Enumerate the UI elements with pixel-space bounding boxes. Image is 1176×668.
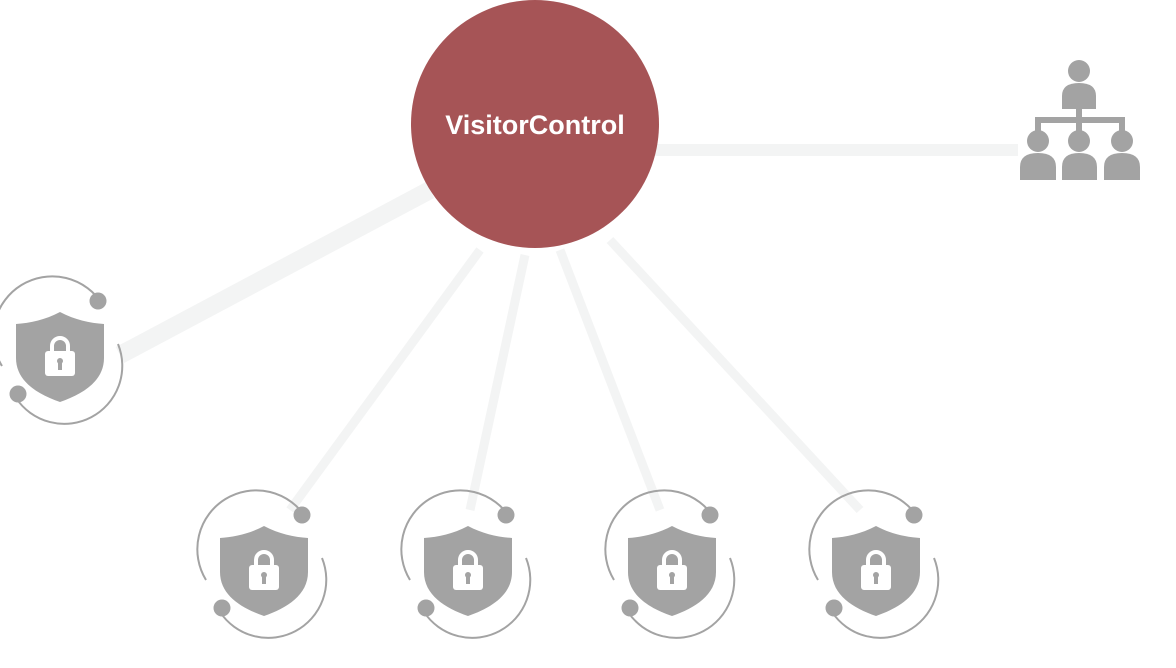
shield-lock-icon-3 bbox=[603, 488, 737, 640]
shield-lock-icon-2 bbox=[399, 488, 533, 640]
org-chart-icon bbox=[1020, 60, 1140, 180]
shield-lock-icon-left bbox=[0, 274, 125, 426]
hub-circle bbox=[411, 0, 659, 248]
shield-lock-icon-4 bbox=[807, 488, 941, 640]
connector-lines bbox=[115, 144, 1018, 514]
shield-lock-icon-1 bbox=[195, 488, 329, 640]
connector-lock-3 bbox=[555, 248, 665, 512]
connector-lock-4 bbox=[606, 236, 864, 514]
connector-lock-left bbox=[115, 182, 435, 363]
hub-node: VisitorControl bbox=[411, 0, 659, 248]
hub-label: VisitorControl bbox=[445, 110, 625, 140]
connector-lock-2 bbox=[465, 254, 530, 511]
connector-lock-1 bbox=[286, 247, 484, 513]
